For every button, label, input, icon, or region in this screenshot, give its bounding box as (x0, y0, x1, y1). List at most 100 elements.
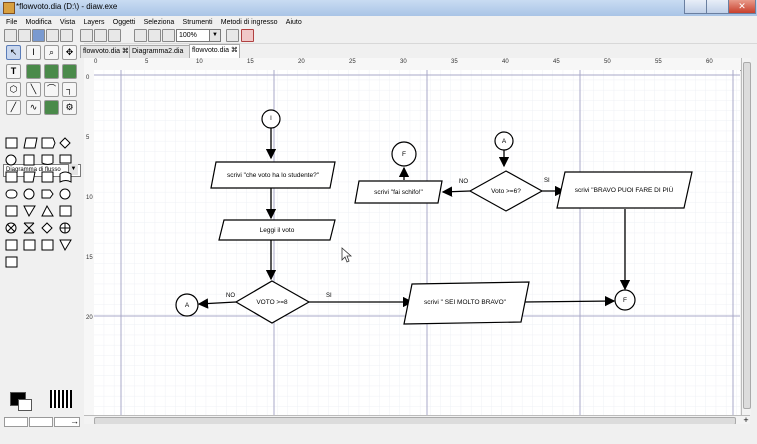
decision-shape-1 (234, 280, 311, 324)
no-label-1: NO (226, 293, 235, 299)
text-cursor-icon[interactable]: I (26, 45, 41, 60)
zigzag-icon[interactable]: ┐ (62, 82, 77, 97)
menu-file[interactable]: File (6, 19, 18, 26)
tab-close-icon[interactable]: ⌘ (230, 47, 238, 54)
snap-grid-icon[interactable] (226, 29, 239, 42)
vertical-scrollbar[interactable] (741, 58, 751, 415)
cylinder-shape-icon (23, 188, 35, 200)
ruler-h-label: 30 (400, 59, 407, 65)
predefined-shape-icon (5, 171, 18, 183)
zoom-in-icon[interactable] (134, 29, 147, 42)
si-label-2: SI (544, 178, 550, 184)
tab-flowvoto-1[interactable]: flowvoto.dia ⌘ (80, 45, 131, 58)
toolbox: ↖ I ⌕ ✥ T ⬡ ╲ ⌒ ┐ ╱ ∿ ⚙ Diagramma di flu… (0, 43, 84, 444)
line-width-icon[interactable] (50, 390, 72, 408)
close-button[interactable]: ✕ (728, 0, 756, 14)
delete-icon[interactable] (108, 29, 121, 42)
custom-tool-icon[interactable]: ⚙ (62, 100, 77, 115)
snap-object-icon[interactable] (241, 29, 254, 42)
decision1-label: VOTO >=8 (256, 298, 288, 306)
connector-a-top-label: A (501, 137, 507, 145)
pointer-icon[interactable]: ↖ (6, 45, 21, 60)
start-connector (261, 109, 281, 129)
redo-icon[interactable] (94, 29, 107, 42)
image-icon[interactable] (62, 64, 77, 79)
polyline-icon[interactable]: ╱ (6, 100, 21, 115)
input1-label: scrivi "che voto ha lo studente?" (226, 171, 320, 179)
grid-layer (94, 70, 740, 415)
vscroll-thumb[interactable] (743, 62, 751, 409)
zoom-out-icon[interactable] (148, 29, 161, 42)
line-icon[interactable]: ╲ (26, 82, 41, 97)
save-as-icon[interactable] (46, 29, 59, 42)
ruler-v-label: 10 (86, 195, 93, 201)
menu-seleziona[interactable]: Seleziona (143, 19, 175, 26)
tab-diagramma2[interactable]: Diagramma2.dia ⌘ (129, 45, 191, 67)
tab-close-icon[interactable]: ⌘ (121, 48, 129, 55)
status-bar (84, 424, 750, 444)
background-color-swatch[interactable] (18, 399, 32, 411)
move-icon[interactable]: ✥ (62, 45, 77, 60)
title-bar: *flowvoto.dia (D:\) - diaw.exe ✕ (0, 0, 757, 16)
diagram-canvas[interactable]: I scrivi "che voto ha lo studente?" Legg… (94, 70, 740, 415)
ruler-h-label: 35 (451, 59, 458, 65)
si-label-1: SI (326, 293, 332, 299)
menu-oggetti[interactable]: Oggetti (112, 19, 136, 26)
menu-vista[interactable]: Vista (59, 19, 76, 26)
sort-shape-icon (41, 222, 53, 234)
connector-a-top (494, 131, 514, 151)
triangle-shape-icon (59, 239, 72, 252)
zoom-icon[interactable]: ⌕ (44, 45, 59, 60)
ruler-h-label: 20 (298, 59, 305, 65)
zoom-fit-icon[interactable] (162, 29, 175, 42)
polygon-icon[interactable]: ⬡ (6, 82, 21, 97)
bezier-icon[interactable]: ∿ (26, 100, 41, 115)
menu-strumenti[interactable]: Strumenti (182, 19, 213, 26)
arrow-end-icon[interactable]: → (54, 417, 80, 427)
text-icon[interactable]: T (6, 64, 21, 79)
new-icon[interactable] (4, 29, 17, 42)
shape-palette[interactable] (4, 136, 82, 258)
box-icon[interactable] (26, 64, 41, 79)
open-icon[interactable] (18, 29, 31, 42)
menu-layers[interactable]: Layers (83, 19, 105, 26)
ruler-h-label: 40 (502, 59, 509, 65)
end-right-label: F (623, 296, 627, 304)
ellipse-icon[interactable] (44, 64, 59, 79)
chevron-down-icon[interactable]: ▼ (68, 164, 78, 175)
connector-shape-icon (59, 188, 71, 200)
zoom-plus-icon[interactable]: + (743, 415, 749, 425)
decision-shape-2 (468, 170, 544, 212)
arc-icon[interactable]: ⌒ (44, 82, 59, 97)
zoom-input[interactable]: 100% (176, 29, 210, 42)
line-style-icon[interactable] (4, 417, 28, 427)
chevron-down-icon[interactable]: ▼ (209, 29, 221, 42)
undo-icon[interactable] (80, 29, 93, 42)
card-shape-icon (59, 154, 72, 164)
export-icon[interactable] (60, 29, 73, 42)
tab-bar: flowvoto.dia ⌘ Diagramma2.dia ⌘ flowvoto… (80, 44, 750, 67)
circle-shape-icon (5, 154, 17, 166)
extra-shape-icon[interactable] (4, 256, 24, 270)
ruler-v-label: 0 (86, 75, 90, 81)
cut-shape-icon (23, 154, 35, 166)
line-start-icon[interactable] (29, 417, 53, 427)
input2-label: Leggi il voto (259, 226, 295, 234)
menu-metodi[interactable]: Metodi di ingresso (220, 19, 278, 26)
decision2-label: Voto >=6? (491, 187, 521, 195)
maximize-button[interactable] (706, 0, 730, 14)
ruler-h-label: 60 (706, 59, 713, 65)
window-title: *flowvoto.dia (D:\) - diaw.exe (16, 2, 118, 11)
tab-flowvoto-active[interactable]: flowvoto.dia ⌘ (189, 44, 240, 59)
menu-aiuto[interactable]: Aiuto (285, 19, 302, 26)
menu-modifica[interactable]: Modifica (25, 19, 52, 26)
merge-shape-icon (23, 205, 36, 218)
ruler-h-label: 10 (196, 59, 203, 65)
ruler-v-label: 5 (86, 135, 90, 141)
save-icon[interactable] (32, 29, 45, 42)
outline-icon[interactable] (44, 100, 59, 115)
end-top-label: F (402, 150, 406, 158)
minimize-button[interactable] (684, 0, 708, 14)
app-icon (3, 2, 15, 14)
ruler-h-label: 0 (94, 59, 98, 65)
